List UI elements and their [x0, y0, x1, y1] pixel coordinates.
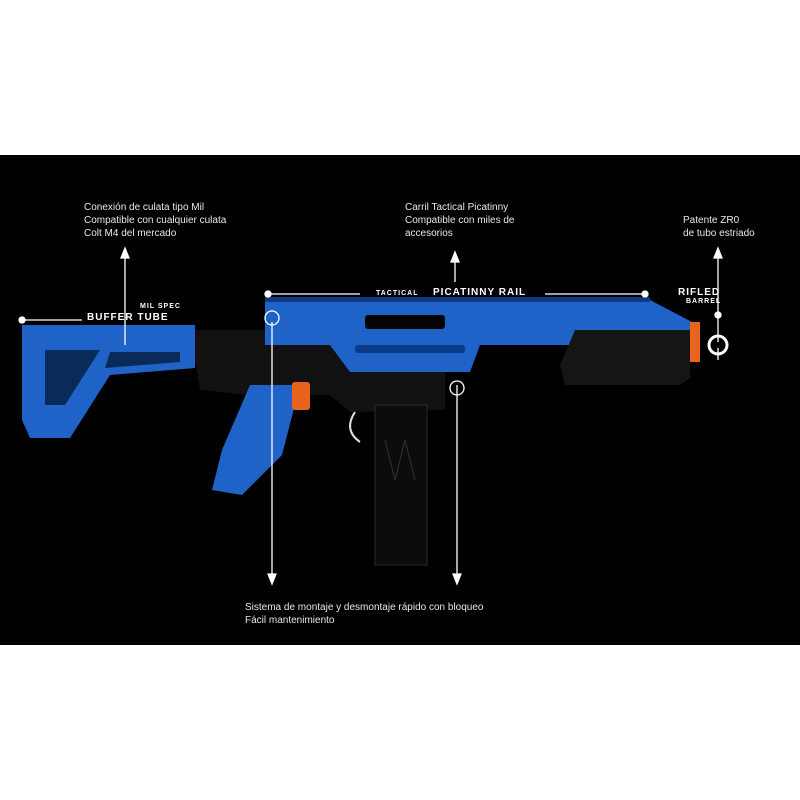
mount-pin-marker [264, 310, 280, 326]
annotation-line: Colt M4 del mercado [84, 228, 177, 239]
magazine [374, 404, 428, 566]
arrow-down-icon [267, 573, 277, 586]
mount-pin-marker [449, 380, 465, 396]
arrow-down-icon [452, 573, 462, 586]
stock-cutout [105, 352, 180, 368]
dot-marker [641, 290, 649, 298]
annotation-line: Patente ZR0 [683, 215, 740, 226]
dot-marker [714, 311, 722, 319]
rifling-icon-center [715, 342, 721, 348]
arrow-up-icon [450, 250, 460, 263]
trigger [349, 411, 361, 443]
arrow-up-icon [120, 246, 130, 259]
magazine-spring [384, 439, 416, 481]
barrel-annotation: Patente ZR0 de tubo estriado [683, 214, 755, 240]
receiver-slot [355, 345, 465, 353]
annotation-pointers [18, 246, 723, 586]
annotation-line: Sistema de montaje y desmontaje rápido c… [245, 602, 484, 613]
tactical-label: TACTICAL [376, 290, 419, 297]
annotation-line: accesorios [405, 228, 453, 239]
annotation-line: de tubo estriado [683, 228, 755, 239]
annotation-line: Compatible con miles de [405, 215, 515, 226]
mount-annotation: Sistema de montaje y desmontaje rápido c… [245, 601, 483, 627]
picatinny-rail [265, 297, 650, 302]
barrel-label: BARREL [686, 298, 722, 305]
annotation-line: Carril Tactical Picatinny [405, 202, 509, 213]
annotation-line: Conexión de culata tipo Mil [84, 202, 205, 213]
rifled-label: RIFLED [678, 287, 721, 298]
buffer-tube-label: BUFFER TUBE [87, 312, 169, 323]
annotation-line: Compatible con cualquier culata [84, 215, 227, 226]
picatinny-rail-label: PICATINNY RAIL [433, 287, 527, 298]
muzzle-tip [690, 322, 700, 362]
pistol-grip [212, 385, 300, 495]
stock-cutout [45, 350, 100, 405]
handguard [560, 330, 690, 385]
dot-marker [264, 290, 272, 298]
mil-spec-label: MIL SPEC [140, 303, 181, 310]
dot-marker [18, 316, 26, 324]
rifling-icon [707, 334, 729, 356]
orange-knob [292, 382, 310, 410]
arrow-up-icon [713, 246, 723, 259]
annotation-line: Fácil mantenimiento [245, 615, 335, 626]
ejection-port [365, 315, 445, 329]
